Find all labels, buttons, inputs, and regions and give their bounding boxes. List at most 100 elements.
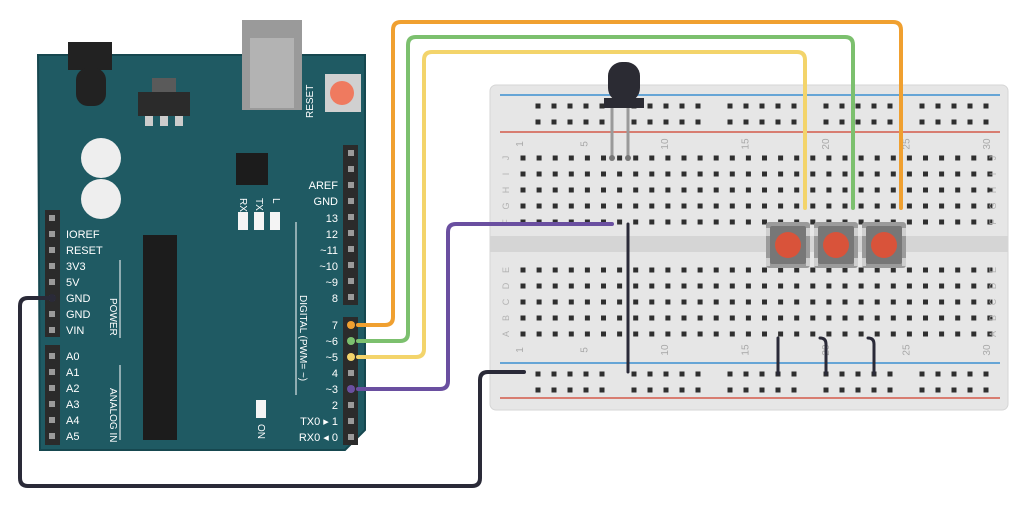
breadboard-hole bbox=[939, 187, 945, 193]
breadboard-hole bbox=[745, 187, 751, 193]
breadboard-hole bbox=[826, 315, 832, 321]
column-number: 5 bbox=[579, 141, 590, 147]
pushbutton[interactable] bbox=[766, 222, 810, 268]
breadboard-hole bbox=[810, 171, 816, 177]
power-pin-label: RESET bbox=[66, 245, 103, 257]
breadboard-hole bbox=[568, 171, 574, 177]
breadboard-hole bbox=[955, 203, 961, 209]
pushbutton-cap[interactable] bbox=[823, 232, 849, 258]
breadboard-hole bbox=[794, 155, 800, 161]
reset-button[interactable] bbox=[330, 81, 354, 105]
breadboard-hole bbox=[601, 187, 606, 193]
breadboard-hole bbox=[826, 203, 832, 209]
rail-hole bbox=[791, 371, 797, 377]
breadboard-hole bbox=[552, 267, 558, 273]
breadboard-hole bbox=[584, 155, 590, 161]
rail-hole bbox=[567, 387, 573, 393]
breadboard-hole bbox=[745, 283, 751, 289]
pushbutton-cap[interactable] bbox=[871, 232, 897, 258]
breadboard-hole bbox=[633, 155, 639, 161]
breadboard-hole bbox=[939, 171, 945, 177]
rail-hole bbox=[839, 103, 845, 109]
breadboard-hole bbox=[536, 171, 542, 177]
row-letter: H bbox=[501, 187, 511, 194]
rail-hole bbox=[535, 119, 541, 125]
rail-hole bbox=[935, 387, 941, 393]
rail-hole bbox=[743, 371, 749, 377]
digital-pin-label: ~3 bbox=[325, 384, 338, 396]
pushbutton-cap[interactable] bbox=[775, 232, 801, 258]
header-pin bbox=[49, 215, 55, 221]
breadboard-hole bbox=[713, 331, 719, 337]
wire-green-pin6[interactable] bbox=[356, 35, 855, 343]
breadboard-hole bbox=[713, 171, 719, 177]
breadboard-hole bbox=[713, 267, 719, 273]
rail-hole bbox=[759, 119, 765, 125]
small-chip bbox=[236, 153, 268, 185]
header-pin bbox=[49, 327, 55, 333]
breadboard-hole bbox=[601, 315, 606, 321]
pushbutton[interactable] bbox=[862, 222, 906, 268]
breadboard-hole bbox=[617, 315, 623, 321]
breadboard-hole bbox=[923, 267, 928, 273]
row-letter: A bbox=[501, 331, 511, 337]
breadboard-hole bbox=[552, 283, 558, 289]
breadboard-hole bbox=[890, 331, 896, 337]
breadboard-hole bbox=[971, 155, 977, 161]
breadboard-hole bbox=[939, 331, 945, 337]
breadboard-hole bbox=[568, 299, 574, 305]
breadboard-hole bbox=[729, 299, 735, 305]
breadboard-hole bbox=[745, 267, 751, 273]
rail-hole bbox=[695, 371, 701, 377]
column-number: 1 bbox=[515, 347, 526, 353]
breadboard-hole bbox=[552, 187, 558, 193]
breadboard-hole bbox=[987, 155, 993, 161]
breadboard-hole bbox=[794, 315, 800, 321]
breadboard-hole bbox=[762, 203, 767, 209]
rail-hole bbox=[663, 371, 669, 377]
header-pin bbox=[348, 418, 354, 424]
rail-hole bbox=[743, 119, 749, 125]
breadboard-hole bbox=[601, 171, 606, 177]
wire-black-gnd[interactable] bbox=[18, 296, 526, 488]
breadboard-hole bbox=[987, 299, 993, 305]
analog-pin-label: A1 bbox=[66, 367, 79, 379]
breadboard-hole bbox=[713, 187, 719, 193]
breadboard-hole bbox=[858, 299, 864, 305]
breadboard-hole bbox=[697, 155, 703, 161]
pushbutton[interactable] bbox=[814, 222, 858, 268]
breadboard-hole bbox=[729, 203, 735, 209]
breadboard-hole bbox=[536, 267, 542, 273]
breadboard-hole bbox=[617, 171, 623, 177]
breadboard-hole bbox=[713, 155, 719, 161]
breadboard-hole bbox=[971, 299, 977, 305]
breadboard-hole bbox=[842, 283, 848, 289]
rail-hole bbox=[647, 103, 653, 109]
breadboard-hole bbox=[617, 299, 623, 305]
wire-orange-pin7[interactable] bbox=[356, 20, 903, 327]
rail-hole bbox=[759, 371, 765, 377]
breadboard-hole bbox=[520, 203, 526, 209]
wire-black-btn3-gnd[interactable] bbox=[866, 336, 876, 376]
ir-receiver[interactable] bbox=[604, 62, 644, 161]
wire-black-btn2-gnd[interactable] bbox=[818, 336, 828, 376]
row-letter: A bbox=[988, 331, 998, 337]
header-pin bbox=[49, 401, 55, 407]
breadboard-hole bbox=[697, 187, 703, 193]
wire-purple-pin3[interactable] bbox=[356, 222, 614, 391]
rail-hole bbox=[759, 103, 765, 109]
breadboard-hole bbox=[681, 267, 687, 273]
rail-hole bbox=[567, 119, 573, 125]
breadboard-hole bbox=[971, 283, 977, 289]
breadboard-hole bbox=[713, 203, 719, 209]
wire-yellow-pin5[interactable] bbox=[356, 50, 807, 359]
breadboard-hole bbox=[842, 187, 848, 193]
rail-hole bbox=[567, 371, 573, 377]
breadboard-hole bbox=[520, 299, 526, 305]
header-pin bbox=[49, 247, 55, 253]
breadboard-hole bbox=[826, 331, 832, 337]
breadboard-hole bbox=[584, 315, 590, 321]
column-number: 10 bbox=[660, 344, 671, 356]
breadboard-hole bbox=[536, 299, 542, 305]
digital-pin-label: 7 bbox=[332, 320, 338, 332]
